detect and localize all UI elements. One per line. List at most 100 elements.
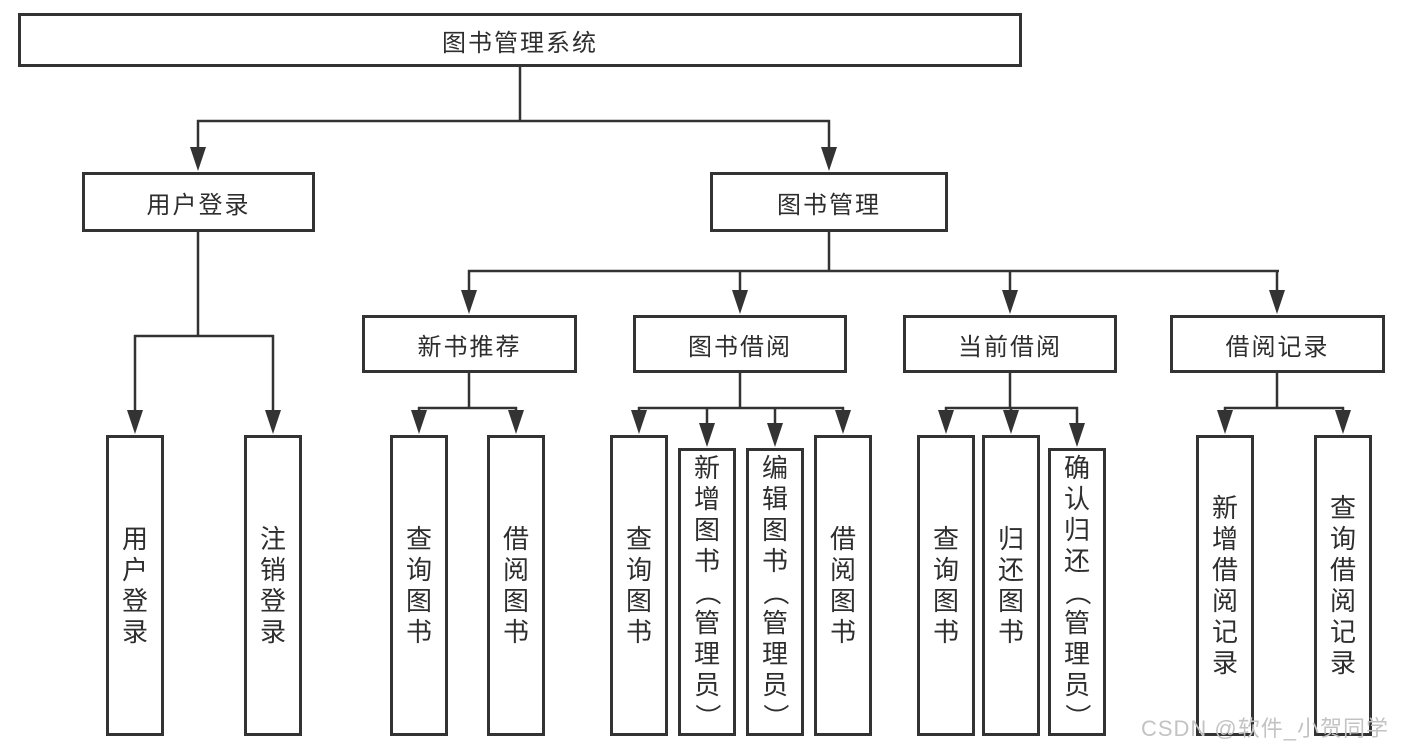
vertical-char: 增 bbox=[1211, 523, 1238, 554]
vertical-char: 图 bbox=[405, 585, 432, 616]
vertical-char: 图 bbox=[997, 585, 1024, 616]
vertical-char: 查 bbox=[625, 523, 652, 554]
node-user-login: 用户登录 bbox=[82, 172, 315, 232]
vertical-char: 借 bbox=[502, 523, 529, 554]
node-current-borrow-label: 当前借阅 bbox=[958, 333, 1062, 361]
node-book-management: 图书管理 bbox=[710, 172, 948, 232]
vertical-char: 阅 bbox=[829, 554, 856, 585]
node-current-borrow: 当前借阅 bbox=[903, 315, 1117, 373]
vertical-char: 书 bbox=[932, 616, 959, 647]
vertical-char: 销 bbox=[259, 554, 286, 585]
vertical-char: 查 bbox=[1329, 492, 1356, 523]
vertical-char: 图 bbox=[761, 514, 788, 545]
vertical-char: 录 bbox=[1211, 647, 1238, 678]
vertical-char: 用 bbox=[121, 523, 148, 554]
leaf-cb-return-books: 归还图书 bbox=[982, 435, 1040, 736]
vertical-char: 询 bbox=[405, 554, 432, 585]
vertical-char: 管 bbox=[693, 607, 720, 638]
vertical-char: 管 bbox=[761, 607, 788, 638]
vertical-char: 书 bbox=[693, 545, 720, 576]
vertical-char: 还 bbox=[997, 554, 1024, 585]
leaf-bb-query-books: 查询图书 bbox=[610, 435, 668, 736]
leaf-user-login: 用户登录 bbox=[106, 435, 164, 736]
vertical-char: 归 bbox=[1063, 514, 1090, 545]
node-root: 图书管理系统 bbox=[18, 13, 1022, 67]
node-new-book-recommend: 新书推荐 bbox=[362, 315, 577, 373]
vertical-char: 员 bbox=[693, 669, 720, 700]
vertical-char: 图 bbox=[693, 514, 720, 545]
vertical-char: 询 bbox=[932, 554, 959, 585]
vertical-char: 注 bbox=[259, 523, 286, 554]
vertical-char: 查 bbox=[932, 523, 959, 554]
node-borrow-record-label: 借阅记录 bbox=[1225, 333, 1330, 361]
node-book-borrow: 图书借阅 bbox=[633, 315, 847, 373]
node-user-login-label: 用户登录 bbox=[146, 191, 251, 219]
vertical-char: 记 bbox=[1329, 616, 1356, 647]
vertical-char: 书 bbox=[997, 616, 1024, 647]
vertical-char: （ bbox=[692, 578, 723, 606]
node-borrow-record: 借阅记录 bbox=[1170, 315, 1385, 373]
node-book-management-label: 图书管理 bbox=[777, 191, 881, 219]
vertical-char: 图 bbox=[625, 585, 652, 616]
vertical-char: 录 bbox=[1329, 647, 1356, 678]
vertical-char: 书 bbox=[625, 616, 652, 647]
vertical-char: 录 bbox=[259, 616, 286, 647]
leaf-nb-query-books: 查询图书 bbox=[390, 435, 448, 736]
vertical-char: ） bbox=[692, 702, 723, 730]
vertical-char: 理 bbox=[1063, 638, 1090, 669]
vertical-char: 编 bbox=[761, 452, 788, 483]
vertical-char: 图 bbox=[502, 585, 529, 616]
vertical-char: 新 bbox=[693, 452, 720, 483]
leaf-bb-edit-books-admin: 编辑图书（管理员） bbox=[746, 448, 804, 736]
vertical-char: 借 bbox=[1211, 554, 1238, 585]
vertical-char: 记 bbox=[1211, 616, 1238, 647]
vertical-char: 认 bbox=[1063, 483, 1090, 514]
vertical-char: 管 bbox=[1063, 607, 1090, 638]
vertical-char: 员 bbox=[761, 669, 788, 700]
vertical-char: 确 bbox=[1063, 452, 1090, 483]
vertical-char: 图 bbox=[829, 585, 856, 616]
vertical-char: 辑 bbox=[761, 483, 788, 514]
leaf-bb-add-books-admin: 新增图书（管理员） bbox=[678, 448, 736, 736]
vertical-char: 登 bbox=[121, 585, 148, 616]
leaf-br-add-borrow-record: 新增借阅记录 bbox=[1196, 435, 1254, 736]
vertical-char: 理 bbox=[761, 638, 788, 669]
vertical-char: 员 bbox=[1063, 669, 1090, 700]
vertical-char: 录 bbox=[121, 616, 148, 647]
vertical-char: 图 bbox=[932, 585, 959, 616]
vertical-char: 归 bbox=[997, 523, 1024, 554]
vertical-char: 书 bbox=[502, 616, 529, 647]
vertical-char: ） bbox=[1062, 702, 1093, 730]
vertical-char: 阅 bbox=[1211, 585, 1238, 616]
vertical-char: 登 bbox=[259, 585, 286, 616]
node-book-borrow-label: 图书借阅 bbox=[688, 333, 792, 361]
vertical-char: 还 bbox=[1063, 545, 1090, 576]
node-root-label: 图书管理系统 bbox=[442, 29, 598, 57]
vertical-char: ） bbox=[760, 702, 791, 730]
leaf-logout: 注销登录 bbox=[244, 435, 302, 736]
vertical-char: 书 bbox=[761, 545, 788, 576]
vertical-char: （ bbox=[760, 578, 791, 606]
leaf-br-query-borrow-record: 查询借阅记录 bbox=[1314, 435, 1372, 736]
vertical-char: 书 bbox=[405, 616, 432, 647]
vertical-char: 增 bbox=[693, 483, 720, 514]
vertical-char: 借 bbox=[1329, 554, 1356, 585]
vertical-char: 询 bbox=[625, 554, 652, 585]
vertical-char: 理 bbox=[693, 638, 720, 669]
vertical-char: 阅 bbox=[1329, 585, 1356, 616]
vertical-char: 新 bbox=[1211, 492, 1238, 523]
leaf-nb-borrow-books: 借阅图书 bbox=[487, 435, 545, 736]
vertical-char: 询 bbox=[1329, 523, 1356, 554]
vertical-char: 借 bbox=[829, 523, 856, 554]
leaf-cb-query-books: 查询图书 bbox=[917, 435, 975, 736]
vertical-char: 书 bbox=[829, 616, 856, 647]
vertical-char: 阅 bbox=[502, 554, 529, 585]
csdn-watermark: CSDN @软件_小贺同学 bbox=[1140, 716, 1389, 741]
leaf-cb-confirm-return-admin: 确认归还（管理员） bbox=[1048, 448, 1106, 736]
leaf-bb-borrow-books: 借阅图书 bbox=[814, 435, 872, 736]
vertical-char: 户 bbox=[121, 554, 148, 585]
vertical-char: 查 bbox=[405, 523, 432, 554]
vertical-char: （ bbox=[1062, 578, 1093, 606]
